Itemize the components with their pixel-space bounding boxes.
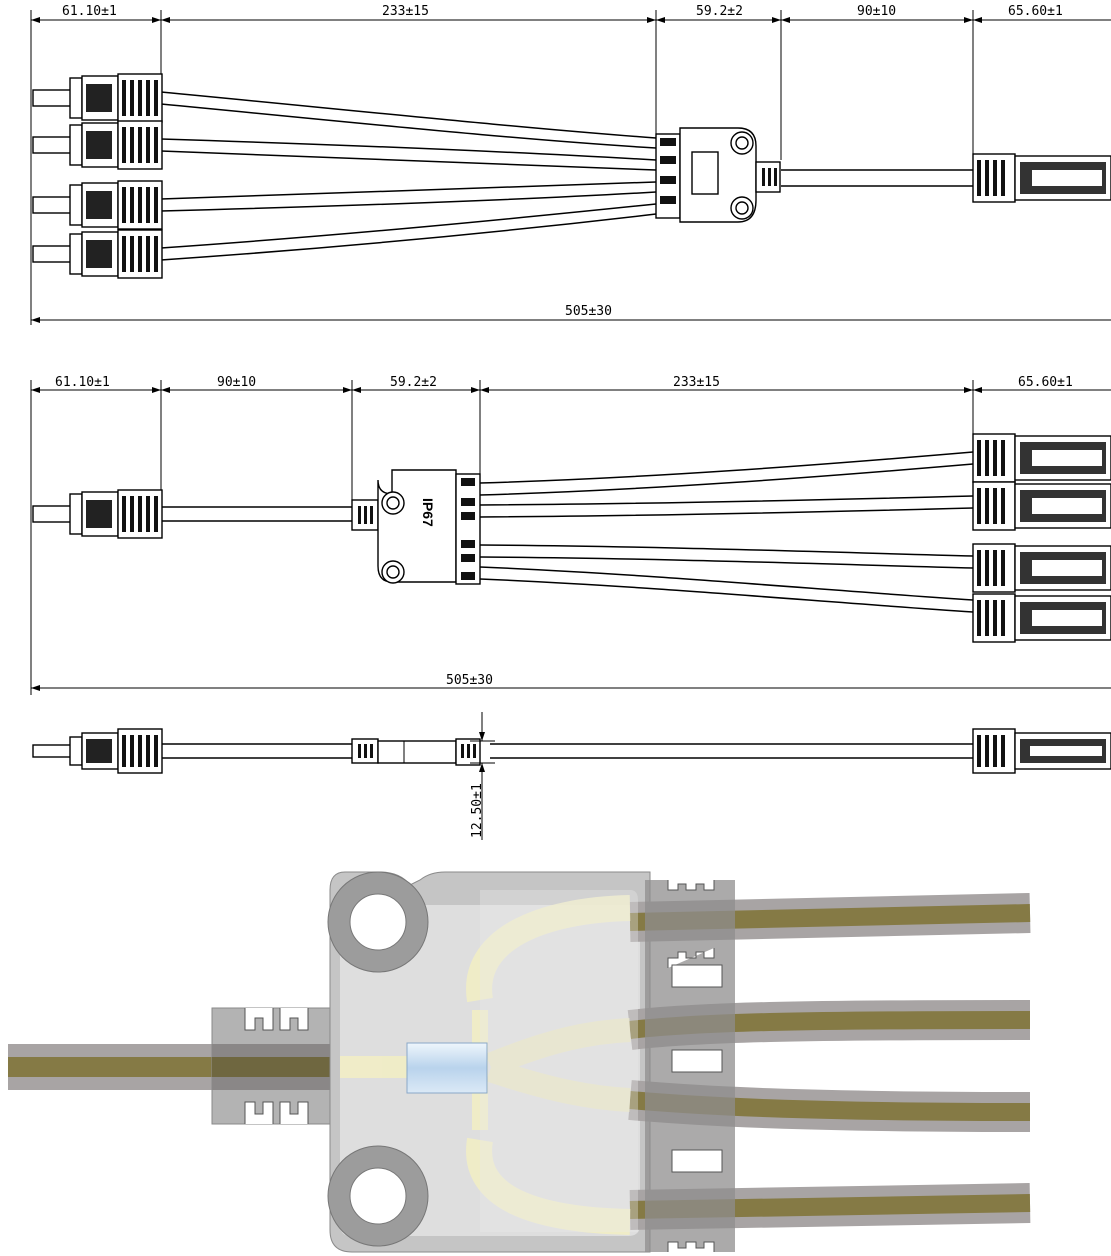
middle-dimension-lines <box>31 387 1111 691</box>
side-female-connector <box>972 728 1111 774</box>
ip67-marking: IP67 <box>420 498 436 527</box>
internal-cutaway <box>8 871 1031 1253</box>
side-thickness-dimension <box>470 712 495 840</box>
middle-female-connector <box>972 593 1111 643</box>
side-cable <box>161 743 973 759</box>
top-male-connector <box>32 180 163 230</box>
middle-dim-4: 233±15 <box>673 375 720 390</box>
top-branch-body <box>655 127 781 223</box>
middle-dim-2: 90±10 <box>217 375 256 390</box>
top-dim-2: 233±15 <box>382 4 429 19</box>
top-dim-overall: 505±30 <box>565 304 612 319</box>
middle-view: 61.10±1 90±10 59.2±2 233±15 65.60±1 505±… <box>30 375 1111 695</box>
top-dim-1: 61.10±1 <box>62 4 117 19</box>
side-male-connector <box>32 728 163 774</box>
middle-extension-lines <box>30 380 974 695</box>
top-male-connector <box>32 229 163 279</box>
top-female-connector <box>972 153 1111 203</box>
top-male-connector <box>32 73 163 123</box>
middle-female-connector <box>972 481 1111 531</box>
middle-cables <box>161 451 974 613</box>
output-strain-relief <box>645 880 735 1252</box>
side-thickness-label: 12.50±1 <box>470 783 485 838</box>
middle-female-connector <box>972 543 1111 593</box>
top-view: 61.10±1 233±15 59.2±2 90±10 65.60±1 505±… <box>30 4 1111 325</box>
top-extension-lines <box>30 10 974 325</box>
top-male-connector <box>32 120 163 170</box>
middle-dim-5: 65.60±1 <box>1018 375 1073 390</box>
side-branch-body <box>351 738 481 766</box>
top-dim-3: 59.2±2 <box>696 4 743 19</box>
middle-branch-body: IP67 <box>351 469 481 585</box>
input-strain-relief <box>211 1007 337 1125</box>
middle-female-connector <box>972 433 1111 483</box>
crimp-sleeve <box>406 1042 488 1094</box>
middle-dim-3: 59.2±2 <box>390 375 437 390</box>
middle-dim-1: 61.10±1 <box>55 375 110 390</box>
top-cables <box>160 91 973 261</box>
middle-dim-overall: 505±30 <box>446 673 493 688</box>
top-dim-5: 65.60±1 <box>1008 4 1063 19</box>
top-dim-4: 90±10 <box>857 4 896 19</box>
side-view: 12.50±1 <box>32 712 1111 840</box>
middle-male-connector <box>32 489 163 539</box>
top-dimension-lines <box>31 17 1111 323</box>
